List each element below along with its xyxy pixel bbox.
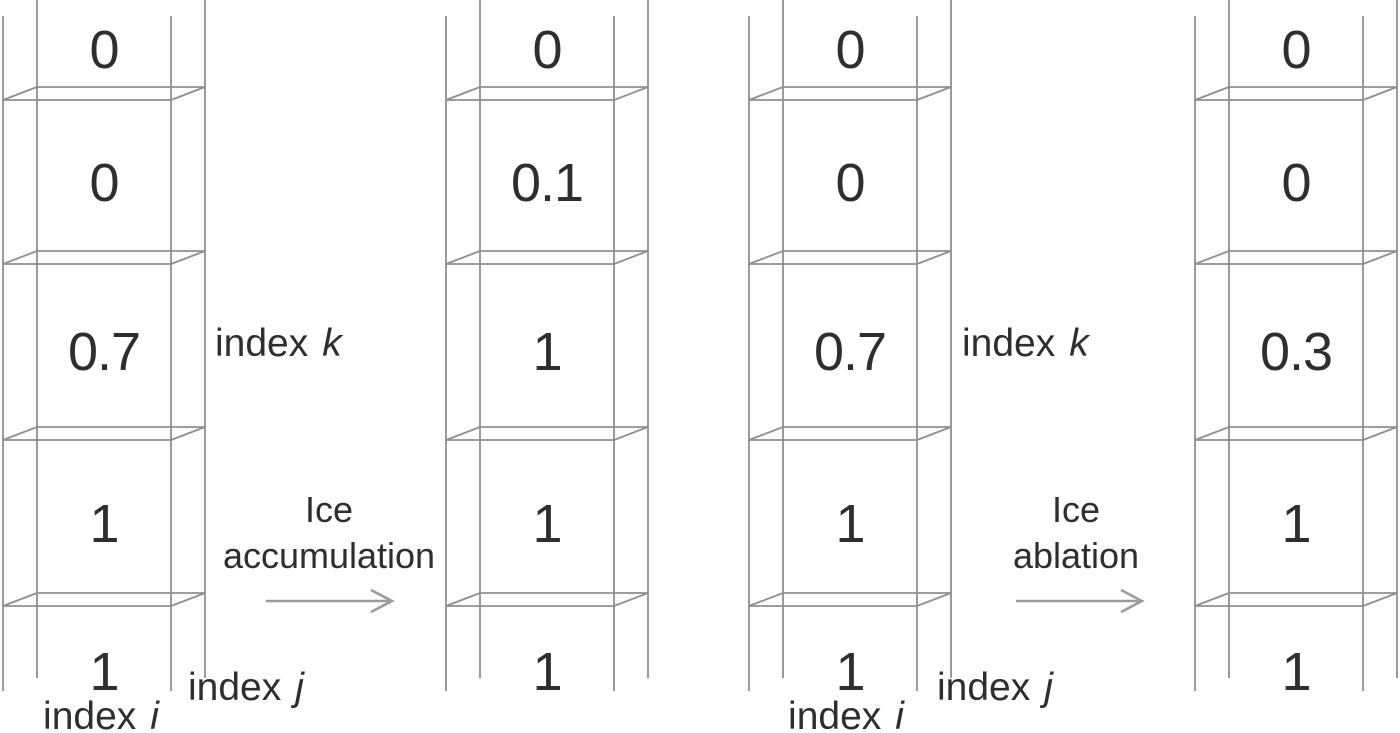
process-label-line1: Ice [1051, 489, 1101, 530]
index-word: index [43, 695, 137, 733]
cell-value: 0 [532, 20, 562, 80]
cell-value: 1 [89, 494, 119, 554]
process-label-line1: Ice [304, 489, 354, 530]
cell-value: 1 [835, 494, 865, 554]
cell-value: 1 [835, 642, 865, 702]
cell-value: 1 [1281, 642, 1311, 702]
cell-value: 0 [835, 20, 865, 80]
index-word: index [188, 666, 282, 709]
cell-value: 0 [1281, 20, 1311, 80]
cell-value: 1 [532, 494, 562, 554]
cell-value: 0.3 [1259, 322, 1333, 382]
index-var-i: i [150, 695, 159, 733]
cell-value: 0 [1281, 153, 1311, 213]
index-var-k: k [322, 322, 342, 365]
ice-ablation-label: Ice ablation [1013, 487, 1139, 579]
cell-value: 1 [532, 642, 562, 702]
flow-arrow-head [1120, 588, 1145, 614]
cell-value: 0.1 [510, 153, 584, 213]
index-word: index [788, 695, 882, 733]
cell-value: 0.7 [67, 322, 141, 382]
cell-value: 0 [89, 20, 119, 80]
index-word: index [215, 322, 309, 365]
flow-arrow-head [370, 588, 395, 614]
cell-value: 1 [89, 642, 119, 702]
cell-value: 0.7 [813, 322, 887, 382]
ice-accumulation-label: Ice accumulation [223, 487, 435, 579]
index-var-i: i [895, 695, 904, 733]
cell-value: 1 [1281, 494, 1311, 554]
index-var-j: j [1044, 666, 1053, 709]
index-word: index [937, 666, 1031, 709]
cell-value: 0 [89, 153, 119, 213]
index-word: index [962, 322, 1056, 365]
cell-value: 0 [835, 153, 865, 213]
process-label-line2: accumulation [222, 535, 436, 576]
index-var-k: k [1069, 322, 1089, 365]
index-var-j: j [295, 666, 304, 709]
process-label-line2: ablation [1012, 535, 1140, 576]
cell-value: 1 [532, 322, 562, 382]
